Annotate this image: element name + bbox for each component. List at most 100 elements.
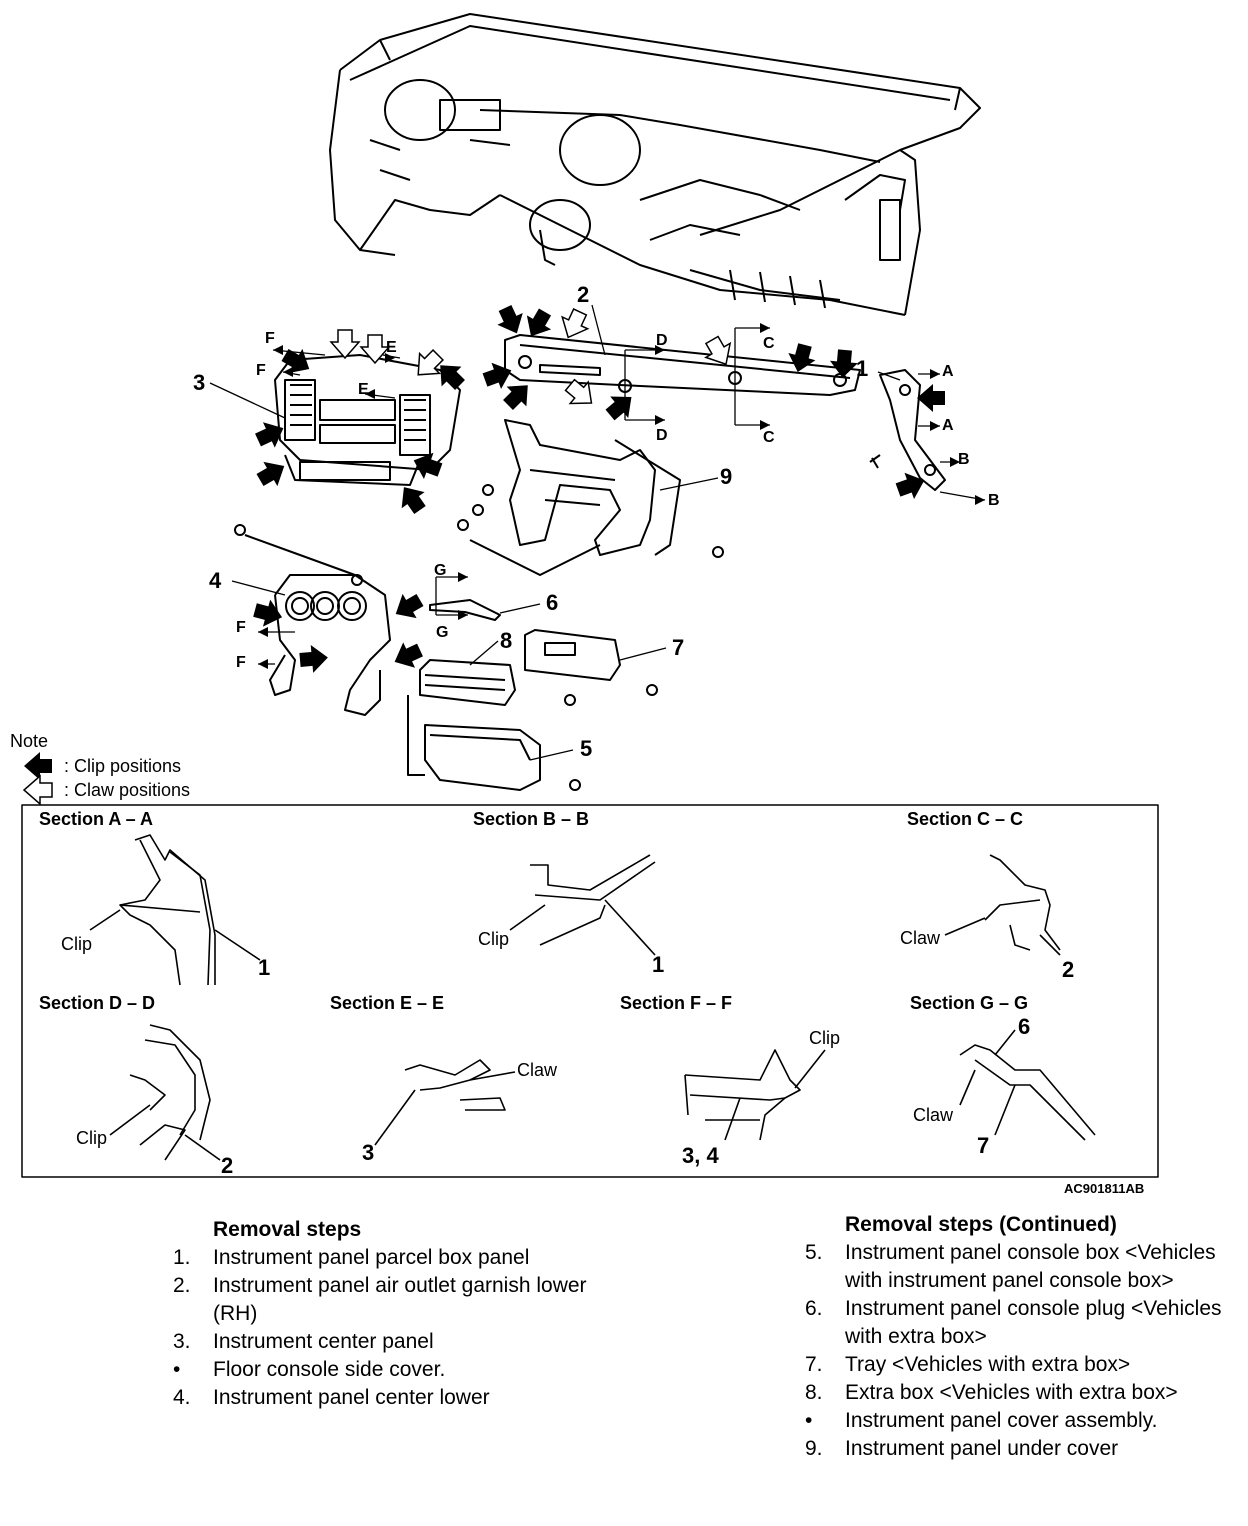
cut-mark-f: F bbox=[236, 619, 246, 636]
section-ff-art bbox=[684, 1049, 826, 1141]
section-gg-art bbox=[959, 1029, 1096, 1141]
removal-step: 6. Instrument panel console plug <Vehicle… bbox=[805, 1295, 1225, 1351]
console-plug-6 bbox=[429, 599, 501, 621]
callout-1: 1 bbox=[856, 356, 869, 381]
step-number: 9. bbox=[805, 1437, 823, 1460]
removal-step: 5. Instrument panel console box <Vehicles… bbox=[805, 1239, 1225, 1295]
section-title-cc: Section C – C bbox=[907, 809, 1024, 829]
callout-9: 9 bbox=[720, 464, 733, 489]
cut-mark-g: G bbox=[436, 624, 449, 641]
step-number: 5. bbox=[805, 1241, 823, 1264]
step-number: 8. bbox=[805, 1381, 823, 1404]
step-text: Instrument panel console plug <Vehicles … bbox=[845, 1297, 1222, 1348]
step-text: Instrument panel console box <Vehicles w… bbox=[845, 1241, 1216, 1292]
cut-mark-c: C bbox=[763, 335, 775, 352]
section-title-ff: Section F – F bbox=[620, 993, 733, 1013]
section-ee-art bbox=[374, 1059, 516, 1146]
step-text: Instrument panel center lower bbox=[213, 1386, 490, 1409]
cut-mark-e: E bbox=[386, 339, 397, 356]
callout-7: 7 bbox=[672, 635, 685, 660]
step-text: Instrument panel parcel box panel bbox=[213, 1246, 530, 1269]
tray-7 bbox=[524, 629, 658, 696]
cut-mark-c: C bbox=[763, 429, 775, 446]
removal-step: 2. Instrument panel air outlet garnish lo… bbox=[173, 1272, 593, 1328]
callout-2: 2 bbox=[577, 282, 590, 307]
step-number: 2. bbox=[173, 1274, 191, 1297]
step-number: 6. bbox=[805, 1297, 823, 1320]
extra-box-8 bbox=[419, 659, 576, 706]
cut-arrowheads bbox=[258, 323, 985, 669]
cut-mark-e: E bbox=[358, 381, 369, 398]
section-title-aa: Section A – A bbox=[39, 809, 154, 829]
step-text: Instrument panel under cover bbox=[845, 1437, 1119, 1460]
center-lower-4 bbox=[234, 524, 391, 716]
console-box-5 bbox=[407, 695, 581, 791]
cut-mark-b: B bbox=[988, 492, 1000, 509]
figure-code: AC901811AB bbox=[1064, 1181, 1145, 1196]
section-cc-number: 2 bbox=[1062, 957, 1075, 982]
note-title: Note bbox=[10, 731, 49, 751]
step-number: 1. bbox=[173, 1246, 191, 1269]
step-text: Instrument panel cover assembly. bbox=[845, 1409, 1158, 1432]
removal-step: 7.Tray <Vehicles with extra box> bbox=[805, 1351, 1225, 1379]
section-dd-number: 2 bbox=[221, 1153, 234, 1178]
section-bb-label: Clip bbox=[478, 929, 510, 949]
callout-8: 8 bbox=[500, 628, 513, 653]
section-title-dd: Section D – D bbox=[39, 993, 156, 1013]
section-ee-number: 3 bbox=[362, 1140, 375, 1165]
step-text: Floor console side cover. bbox=[213, 1358, 446, 1381]
removal-step: • Instrument panel cover assembly. bbox=[805, 1407, 1225, 1435]
section-bb-art bbox=[509, 854, 656, 956]
section-dd-label: Clip bbox=[76, 1128, 108, 1148]
section-bb-number: 1 bbox=[652, 952, 665, 977]
section-aa-label: Clip bbox=[61, 934, 93, 954]
step-text: Tray <Vehicles with extra box> bbox=[845, 1353, 1131, 1376]
cut-mark-f: F bbox=[256, 362, 266, 379]
section-cc-label: Claw bbox=[900, 928, 941, 948]
section-gg-number-7: 7 bbox=[977, 1133, 990, 1158]
cut-mark-f: F bbox=[236, 654, 246, 671]
removal-step: 4. Instrument panel center lower bbox=[173, 1384, 593, 1412]
center-panel-3 bbox=[274, 354, 461, 486]
step-text: Extra box <Vehicles with extra box> bbox=[845, 1381, 1178, 1404]
step-number: • bbox=[805, 1409, 813, 1432]
section-title-gg: Section G – G bbox=[910, 993, 1029, 1013]
removal-steps-left: Removal steps 1. Instrument panel parcel … bbox=[173, 1216, 593, 1412]
dashboard-assembly bbox=[329, 13, 981, 316]
note-clip: : Clip positions bbox=[64, 756, 182, 776]
step-number: 4. bbox=[173, 1386, 191, 1409]
claw-arrows bbox=[23, 305, 739, 805]
callout-6: 6 bbox=[546, 590, 559, 615]
parcel-panel-1 bbox=[869, 369, 946, 491]
section-gg-number-6: 6 bbox=[1018, 1014, 1031, 1039]
section-ff-label: Clip bbox=[809, 1028, 841, 1048]
cut-mark-b: B bbox=[958, 451, 970, 468]
cut-mark-a: A bbox=[942, 417, 954, 434]
step-text: Instrument panel air outlet garnish lowe… bbox=[213, 1274, 587, 1325]
step-number: 3. bbox=[173, 1330, 191, 1353]
section-ee-label: Claw bbox=[517, 1060, 558, 1080]
cut-mark-d: D bbox=[656, 427, 668, 444]
section-ff-number: 3, 4 bbox=[682, 1143, 719, 1168]
callout-4: 4 bbox=[209, 568, 222, 593]
cut-mark-f: F bbox=[265, 330, 275, 347]
removal-steps-title: Removal steps bbox=[213, 1218, 362, 1241]
cut-mark-g: G bbox=[434, 562, 447, 579]
section-gg-label: Claw bbox=[913, 1105, 954, 1125]
section-dd-art bbox=[109, 1024, 221, 1161]
section-title-bb: Section B – B bbox=[473, 809, 590, 829]
removal-step: 8. Extra box <Vehicles with extra box> bbox=[805, 1379, 1225, 1407]
note-claw: : Claw positions bbox=[64, 780, 191, 800]
cut-mark-a: A bbox=[942, 363, 954, 380]
removal-step: 1. Instrument panel parcel box panel bbox=[173, 1244, 593, 1272]
step-number: • bbox=[173, 1358, 181, 1381]
callout-3: 3 bbox=[193, 370, 206, 395]
under-cover-9 bbox=[457, 419, 724, 576]
removal-step: • Floor console side cover. bbox=[173, 1356, 593, 1384]
removal-step: 9. Instrument panel under cover bbox=[805, 1435, 1225, 1463]
cut-mark-d: D bbox=[656, 332, 668, 349]
section-aa-number: 1 bbox=[258, 955, 271, 980]
section-title-ee: Section E – E bbox=[330, 993, 445, 1013]
callout-5: 5 bbox=[580, 736, 593, 761]
